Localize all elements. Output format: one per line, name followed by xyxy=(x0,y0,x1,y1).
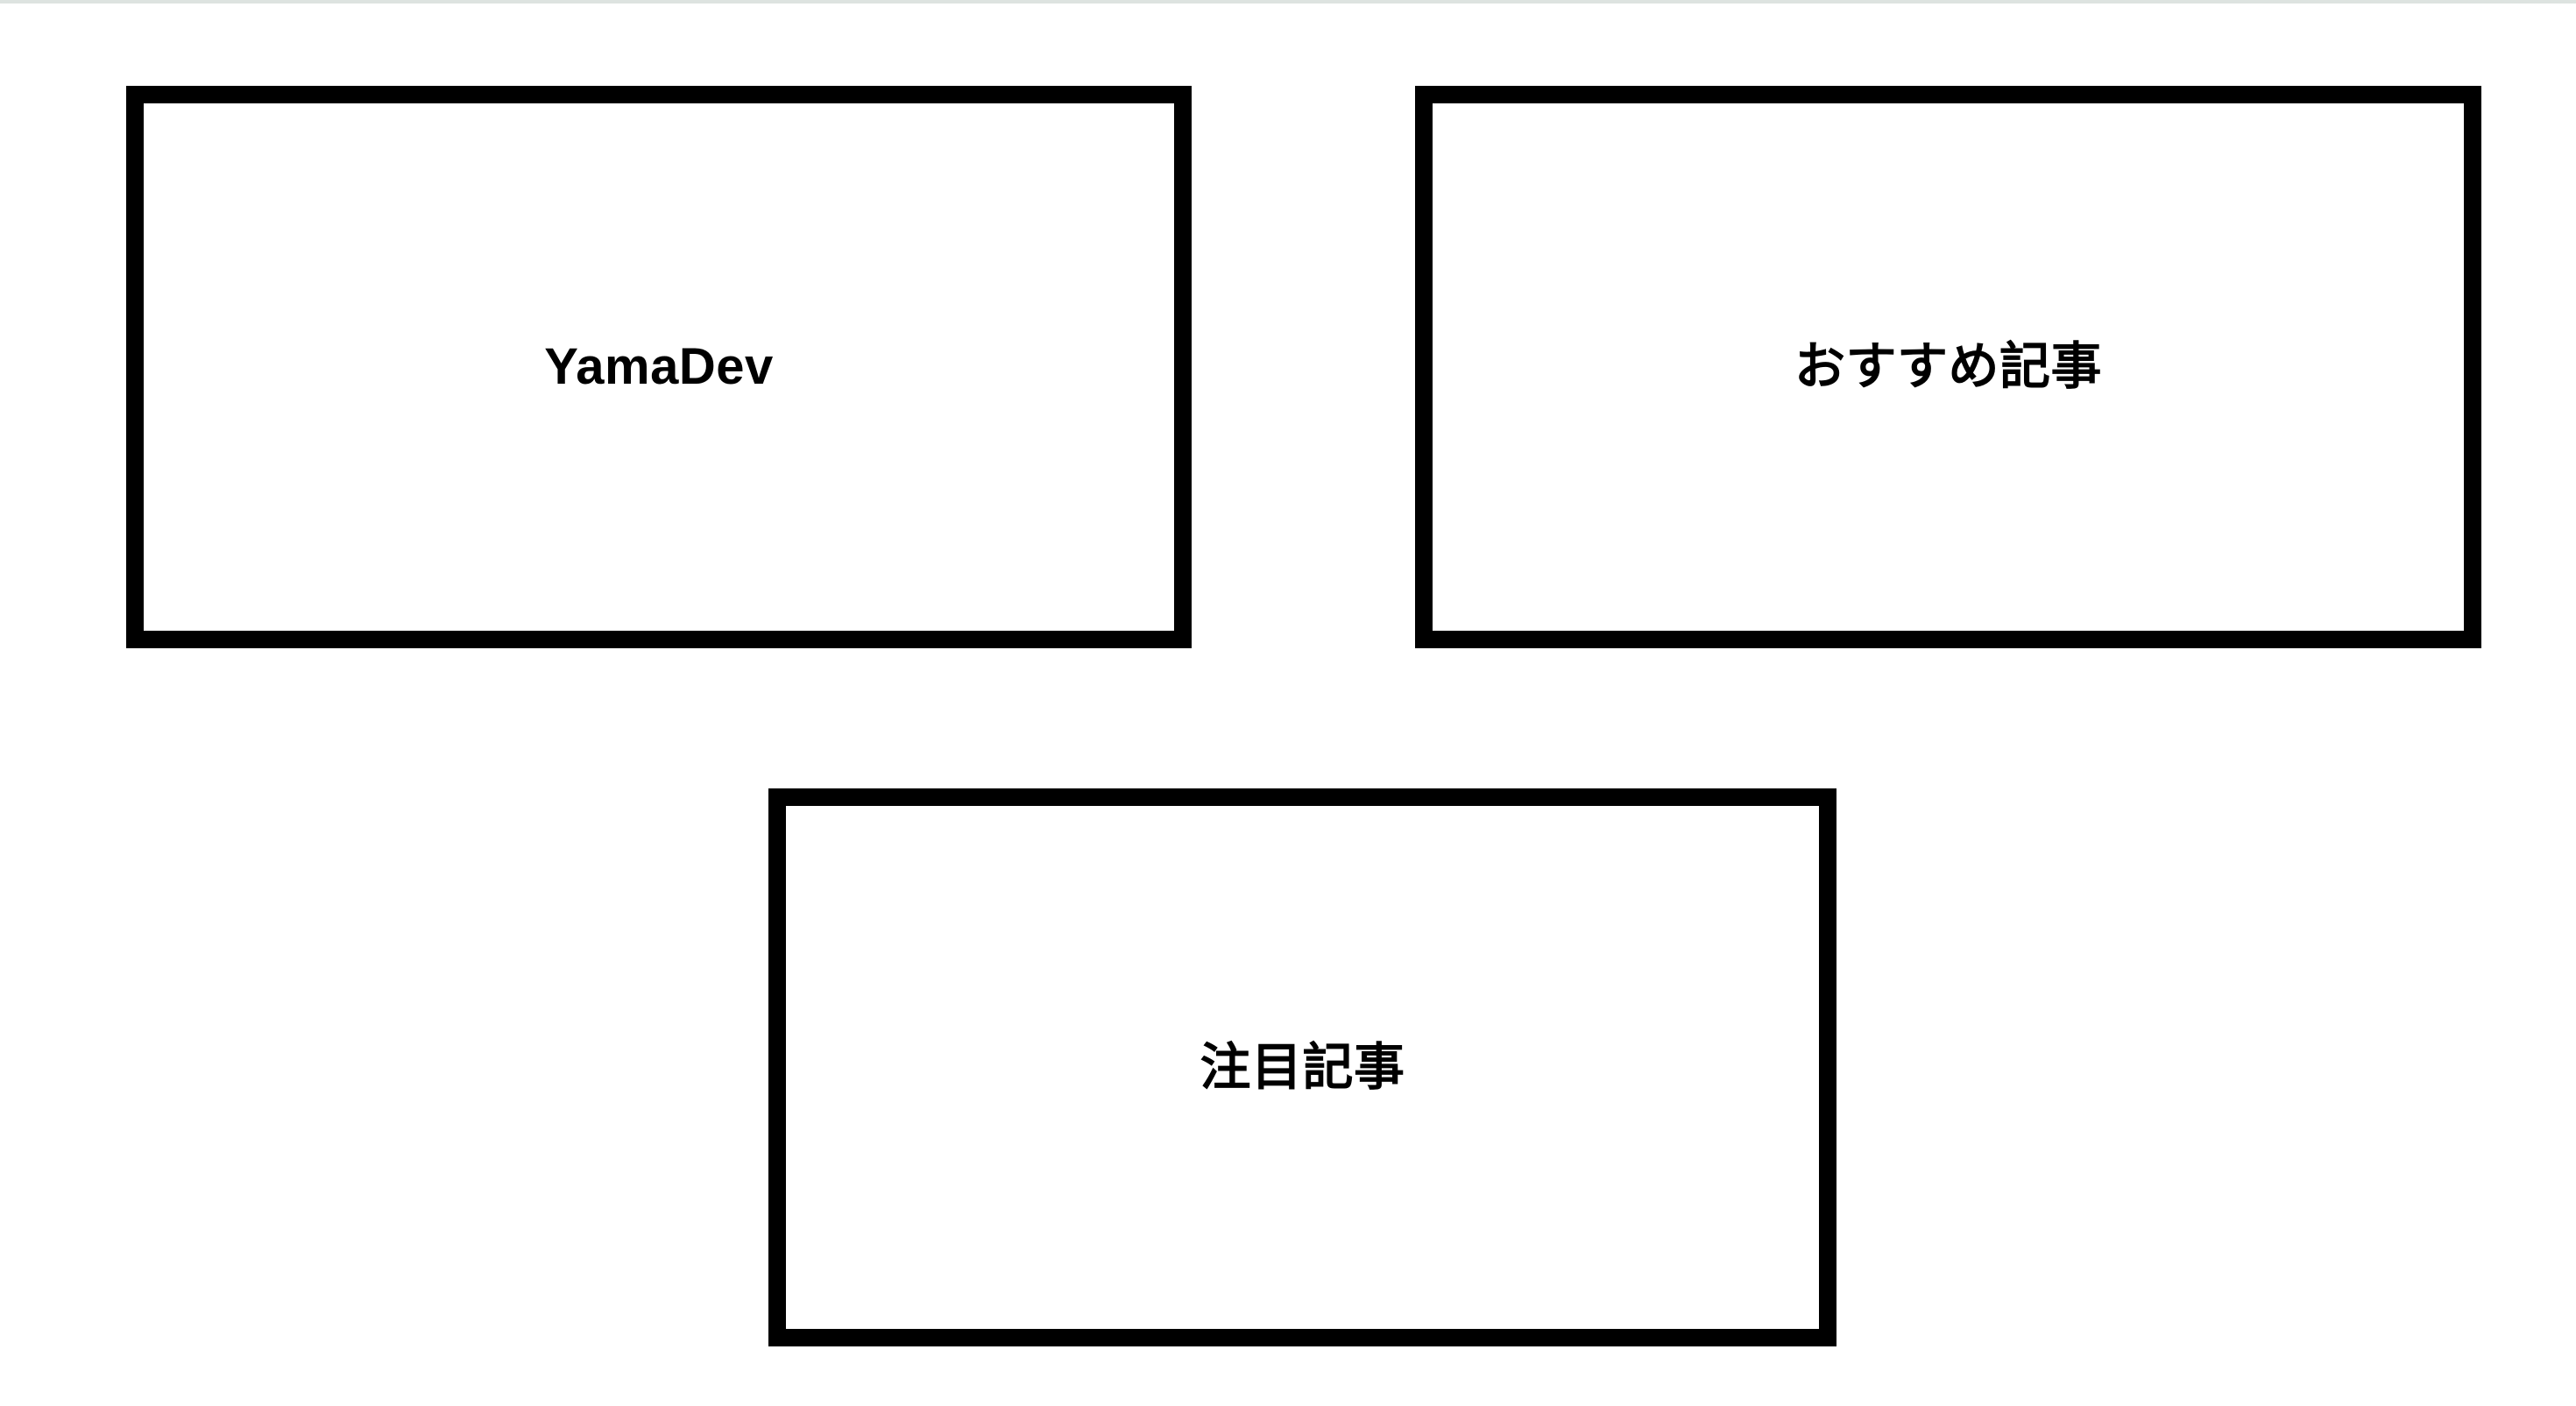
top-divider-rule xyxy=(0,0,2576,4)
recommended-articles-widget-label: おすすめ記事 xyxy=(1794,338,2102,396)
brand-widget-box[interactable]: YamaDev xyxy=(126,86,1192,648)
featured-articles-widget-label: 注目記事 xyxy=(1200,1038,1405,1096)
featured-articles-widget-box[interactable]: 注目記事 xyxy=(768,788,1836,1346)
brand-widget-label: YamaDev xyxy=(544,338,774,396)
recommended-articles-widget-box[interactable]: おすすめ記事 xyxy=(1415,86,2481,648)
